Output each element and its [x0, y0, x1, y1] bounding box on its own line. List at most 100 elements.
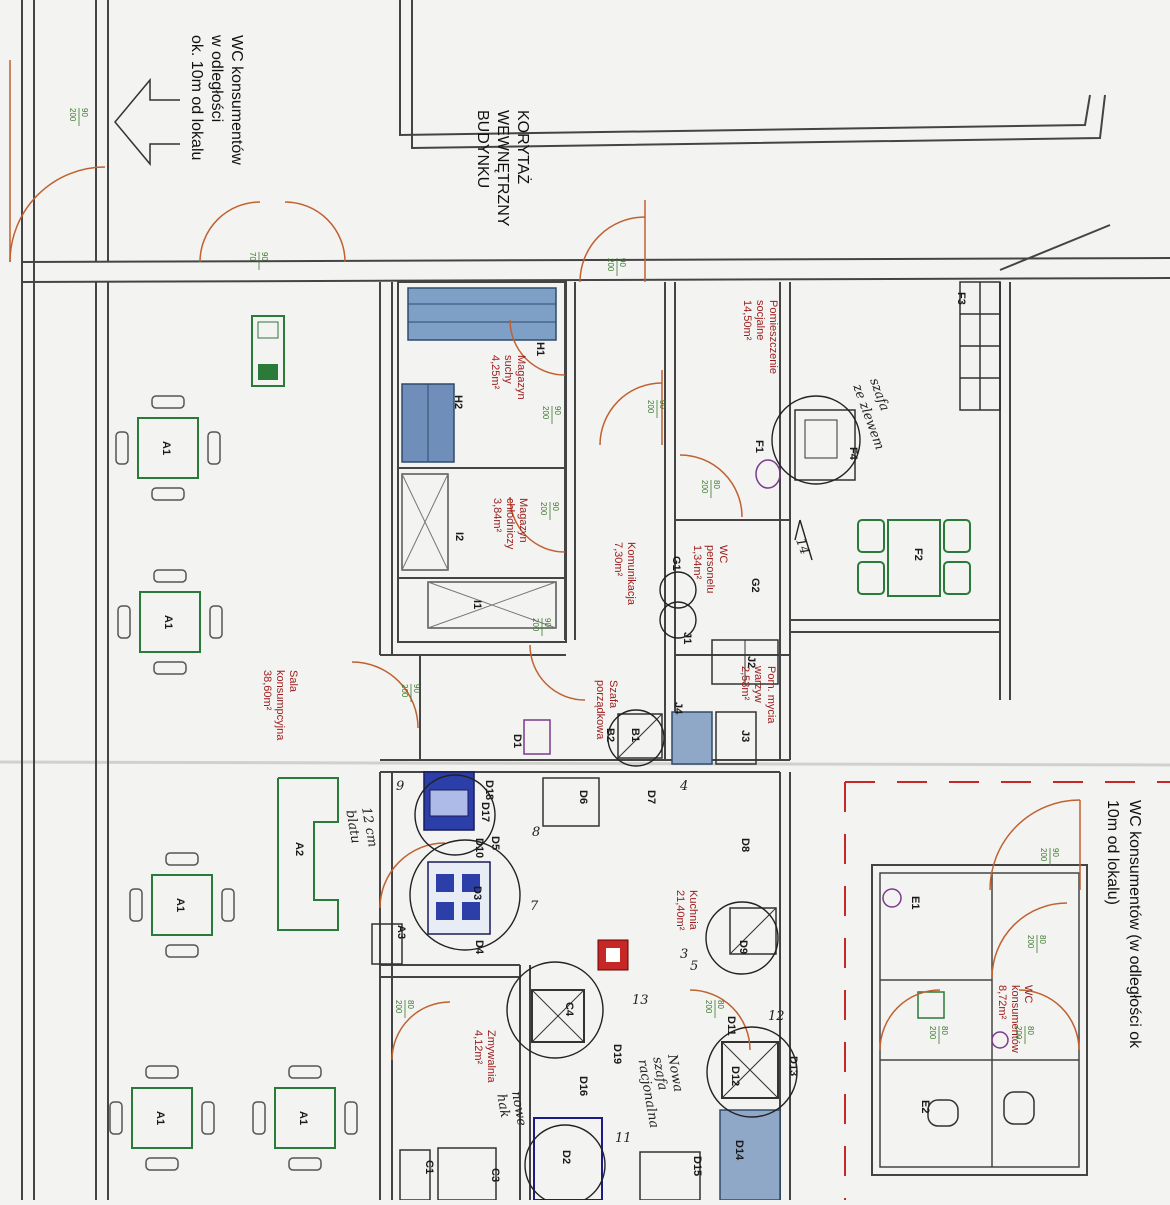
equipment-label-g2: G2 — [749, 578, 761, 593]
svg-text:10m od lokalu): 10m od lokalu) — [1104, 800, 1121, 905]
wc-block — [844, 781, 1170, 1200]
hand-blat: 12 cm blatu — [342, 806, 380, 848]
hand-szafa-racjonalna: Nowa szafa racjonalna — [635, 1052, 686, 1129]
svg-text:WC: WC — [1022, 985, 1034, 1003]
svg-text:90: 90 — [618, 258, 627, 267]
equipment-label-f2: F2 — [912, 548, 924, 561]
table-label: A1 — [160, 441, 172, 455]
svg-text:200: 200 — [68, 108, 77, 122]
equipment-label-d14: D14 — [733, 1140, 745, 1161]
svg-text:ok. 10m od lokalu: ok. 10m od lokalu — [188, 35, 205, 160]
svg-text:KORYTAŻ: KORYTAŻ — [514, 110, 533, 184]
equipment-label-h2: H2 — [452, 395, 464, 409]
hand-11: 11 — [615, 1131, 632, 1146]
equipment-label-e1: E1 — [909, 896, 921, 909]
svg-text:Kuchnia: Kuchnia — [687, 890, 699, 931]
svg-text:90: 90 — [658, 400, 667, 409]
svg-text:Magazyn: Magazyn — [515, 355, 527, 400]
wc-note-bottom: WC konsumentów (w odległości ok 10m od l… — [1104, 800, 1143, 1049]
svg-text:14,50m²: 14,50m² — [741, 300, 753, 341]
equipment-label-d2: D2 — [560, 1150, 572, 1164]
svg-text:200: 200 — [928, 1026, 937, 1040]
svg-text:90: 90 — [412, 684, 421, 693]
svg-text:Sala: Sala — [287, 670, 299, 693]
svg-text:200: 200 — [1026, 935, 1035, 949]
svg-text:hak: hak — [493, 1093, 512, 1119]
svg-text:200: 200 — [646, 400, 655, 414]
hand-4: 4 — [679, 779, 688, 794]
hand-nowe-hak: nowe hak — [493, 1090, 529, 1127]
svg-text:Pomieszczenie: Pomieszczenie — [767, 300, 779, 374]
equipment-label-a3: A3 — [395, 925, 407, 939]
paper-fold — [0, 760, 1170, 767]
equipment-label-d15: D15 — [691, 1156, 703, 1176]
equipment-label-d18: D18 — [483, 780, 495, 800]
equipment-label-b2: B2 — [604, 728, 616, 742]
svg-text:Szafa: Szafa — [607, 680, 619, 709]
svg-text:90: 90 — [543, 618, 552, 627]
equipment-label-c1: C1 — [423, 1160, 435, 1174]
equipment-label-d9: D9 — [737, 940, 749, 954]
svg-text:200: 200 — [531, 618, 540, 632]
room-socjalne: Pomieszczenie socjalne 14,50m² — [741, 300, 779, 374]
equipment-label-d6: D6 — [577, 790, 589, 804]
svg-text:80: 80 — [1038, 935, 1047, 944]
hand-9: 9 — [396, 779, 404, 794]
table-a1: A1 — [115, 395, 221, 501]
svg-text:90: 90 — [260, 252, 269, 261]
corridor-label: KORYTAŻ WEWNĘTRZNY BUDYNKU — [474, 110, 533, 227]
hand-szafa-zlewem: szafa ze zlewem — [849, 376, 892, 452]
equipment-label-h1: H1 — [534, 342, 546, 356]
svg-text:porządkowa: porządkowa — [594, 680, 606, 740]
equipment-label-d16: D16 — [577, 1076, 589, 1096]
equipment-label-j3: J3 — [739, 730, 751, 742]
svg-text:2,53m²: 2,53m² — [739, 666, 751, 701]
wc-direction-arrow — [114, 77, 180, 167]
hand-5: 5 — [690, 959, 698, 974]
table-label: A1 — [162, 615, 174, 629]
equipment-label-d4: D4 — [473, 940, 485, 955]
svg-text:70: 70 — [248, 252, 257, 261]
equipment-label-i2: I2 — [453, 532, 465, 541]
svg-text:200: 200 — [539, 502, 548, 516]
svg-text:Zmywalnia: Zmywalnia — [485, 1030, 497, 1083]
room-magazyn-chlodniczy: Magazyn chłodniczy 3,84m² — [491, 498, 529, 550]
svg-text:1,34m²: 1,34m² — [691, 545, 703, 580]
equipment-label-d17: D17 — [479, 802, 491, 822]
equipment-label-f1: F1 — [753, 440, 765, 453]
equipment-label-d12: D12 — [729, 1066, 741, 1086]
equipment-label-a2: A2 — [293, 842, 305, 856]
svg-text:38,60m²: 38,60m² — [261, 670, 273, 711]
svg-text:90: 90 — [551, 502, 560, 511]
svg-text:BUDYNKU: BUDYNKU — [474, 110, 491, 188]
svg-text:200: 200 — [400, 684, 409, 698]
room-zmywalnia: Zmywalnia 4,12m² — [472, 1030, 497, 1083]
room-komunikacja: Komunikacja 7,30m² — [612, 542, 637, 606]
equipment-label-j1: J1 — [681, 632, 693, 644]
equipment-label-d1: D1 — [511, 734, 523, 748]
svg-text:4,25m²: 4,25m² — [489, 355, 501, 390]
equipment-label-j4: J4 — [672, 702, 684, 715]
svg-text:blatu: blatu — [342, 809, 363, 845]
svg-text:WC konsumentów (w odległości o: WC konsumentów (w odległości ok — [1126, 800, 1143, 1049]
svg-text:w odległości: w odległości — [208, 34, 225, 122]
svg-text:Pom. mycia: Pom. mycia — [765, 666, 777, 724]
room-porzadkowa: Szafa porządkowa — [594, 680, 619, 740]
svg-text:personelu: personelu — [704, 545, 716, 593]
svg-text:Komunikacja: Komunikacja — [625, 542, 637, 606]
wc-note-top: WC konsumentów w odległości ok. 10m od l… — [188, 34, 245, 165]
table-label: A1 — [174, 898, 186, 912]
hand-13: 13 — [632, 993, 649, 1008]
room-wc-personelu: WC personelu 1,34m² — [691, 545, 729, 593]
equipment-label-d3: D3 — [471, 886, 483, 900]
